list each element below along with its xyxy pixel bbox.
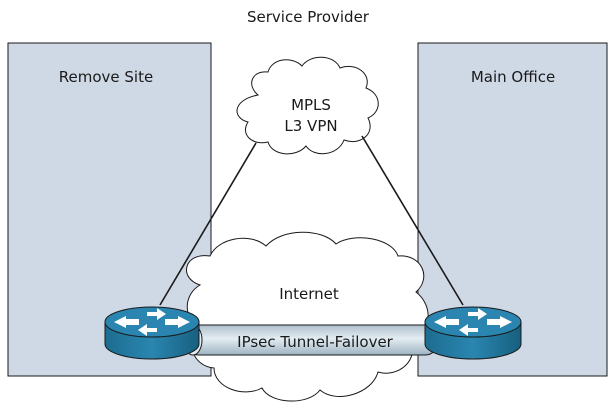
right-mpls-link — [361, 135, 464, 306]
main-office-label: Main Office — [471, 68, 555, 86]
diagram-title: Service Provider — [247, 8, 370, 26]
internet-label: Internet — [279, 285, 339, 303]
mpls-label-line2: L3 VPN — [284, 117, 337, 135]
left-router-icon — [104, 306, 200, 360]
mpls-cloud — [236, 56, 379, 155]
mpls-label-line1: MPLS — [291, 96, 331, 114]
internet-cloud — [186, 231, 429, 402]
remote-site-label: Remove Site — [59, 68, 153, 86]
left-mpls-link — [159, 142, 257, 306]
tunnel-label: IPsec Tunnel-Failover — [237, 333, 394, 351]
right-router-icon — [424, 306, 522, 360]
